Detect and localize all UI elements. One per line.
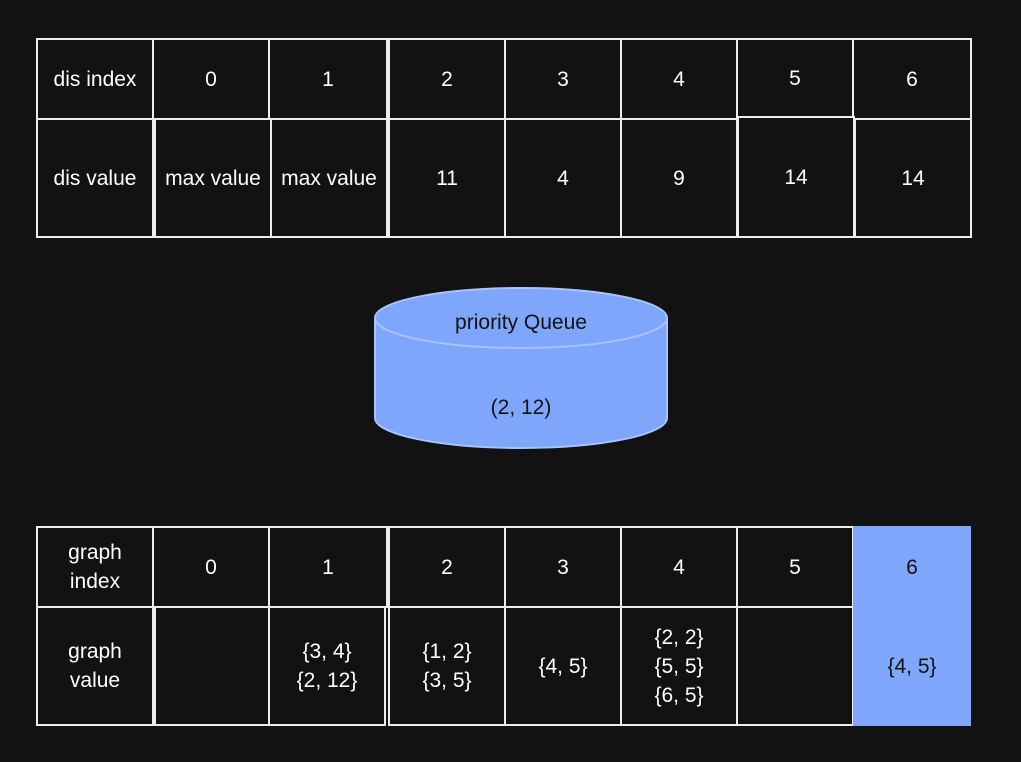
graph-value-cell xyxy=(154,606,270,726)
graph-index-cell: 5 xyxy=(736,526,854,608)
dis-value-label: dis value xyxy=(36,118,154,238)
graph-index-cell: 1 xyxy=(268,526,388,608)
dis-index-cell: 2 xyxy=(388,38,506,120)
cylinder-body xyxy=(374,287,668,449)
graph-index-cell: 0 xyxy=(152,526,270,608)
dis-index-label: dis index xyxy=(36,38,154,120)
graph-index-label: graph index xyxy=(36,526,154,608)
graph-value-label: graph value xyxy=(36,606,154,726)
graph-index-cell: 2 xyxy=(388,526,506,608)
dis-value-cell: max value xyxy=(154,118,272,238)
priority-queue-content: (2, 12) xyxy=(491,396,552,419)
graph-index-cell: 4 xyxy=(620,526,738,608)
graph-value-cell: {3, 4} {2, 12} xyxy=(268,606,386,726)
graph-index-cell: 3 xyxy=(504,526,622,608)
dis-value-cell: 4 xyxy=(504,118,622,238)
dis-value-cell: 9 xyxy=(620,118,738,238)
cylinder-rim xyxy=(374,317,668,349)
graph-value-cell xyxy=(736,606,854,726)
dis-index-cell: 3 xyxy=(504,38,622,120)
graph-value-cell: {4, 5} xyxy=(504,606,622,726)
dis-value-cell: 11 xyxy=(388,118,506,238)
graph-value-cell: {1, 2} {3, 5} xyxy=(388,606,506,726)
dis-index-cell: 6 xyxy=(852,38,972,120)
graph-value-cell-highlighted: {4, 5} xyxy=(853,606,971,726)
dis-value-cell: 14 xyxy=(737,116,855,238)
dis-index-cell: 1 xyxy=(268,38,388,120)
graph-index-cell-highlighted: 6 xyxy=(853,526,971,608)
dis-value-cell: max value xyxy=(270,118,388,238)
dis-value-cell: 14 xyxy=(854,118,972,238)
graph-value-cell: {2, 2} {5, 5} {6, 5} xyxy=(620,606,738,726)
priority-queue-title: priority Queue xyxy=(455,311,587,334)
